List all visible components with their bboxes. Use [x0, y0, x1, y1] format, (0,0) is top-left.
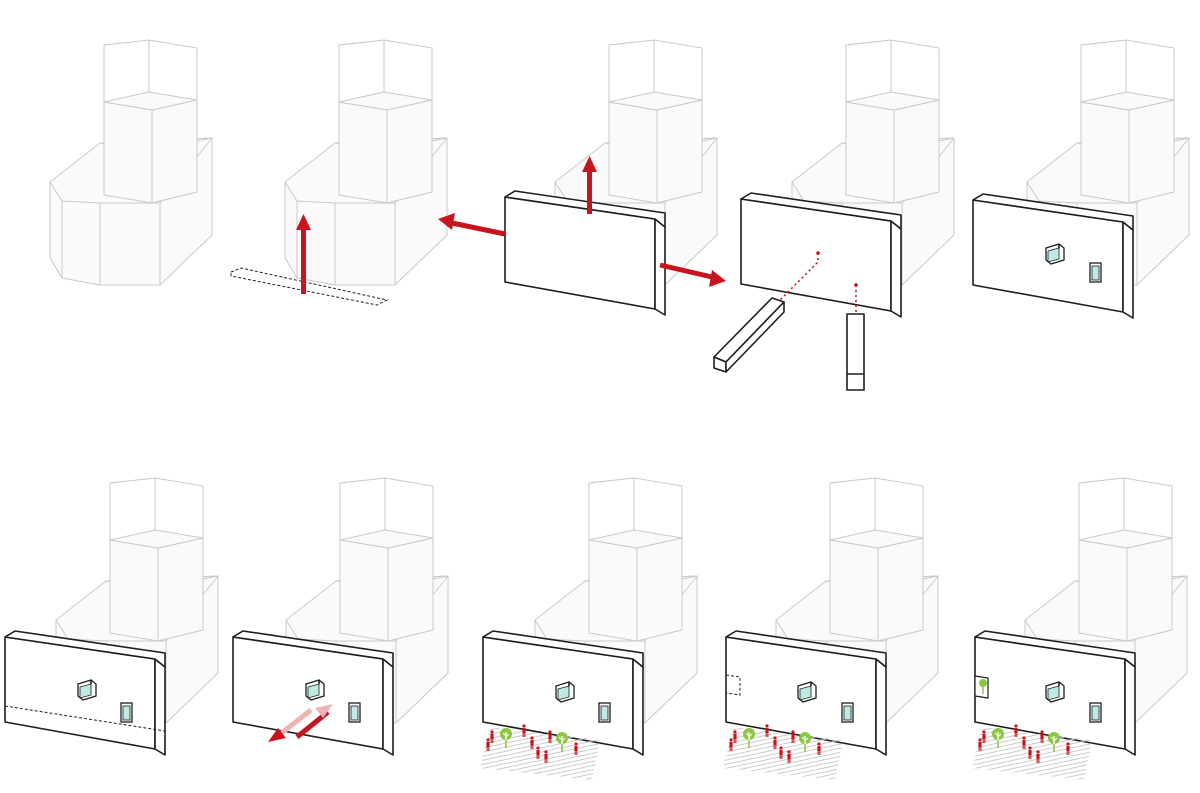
window-box [797, 681, 817, 703]
panel-8 [480, 477, 698, 780]
up-arrow [296, 214, 311, 294]
panel-2 [230, 39, 448, 306]
door-opening [348, 702, 361, 723]
up-arrow [582, 156, 597, 214]
corner-opening [725, 674, 741, 696]
green-corner [974, 675, 989, 699]
horizontal-beam [713, 297, 785, 373]
panel-7 [232, 477, 449, 756]
insertion-point [816, 251, 820, 255]
window-box [1045, 243, 1065, 265]
panel-5 [972, 39, 1190, 319]
left-arrow [438, 213, 506, 237]
door-opening [841, 702, 854, 723]
window-box [1045, 681, 1065, 703]
existing-building [49, 39, 213, 286]
facade-wall [504, 190, 666, 316]
door-opening [1089, 702, 1102, 723]
panel-3 [438, 39, 726, 316]
circulation-arrows [268, 704, 333, 742]
panel-9 [723, 477, 939, 780]
existing-building [284, 39, 448, 286]
panel-6 [4, 477, 219, 756]
window-box [555, 681, 575, 703]
right-arrow [659, 262, 726, 287]
ground-line [4, 705, 166, 732]
facade-wall [740, 192, 902, 318]
insertion-point [854, 283, 858, 287]
panel-1 [49, 39, 213, 286]
door-opening [1089, 262, 1102, 283]
panel-4 [713, 39, 955, 391]
panel-10 [972, 477, 1188, 780]
door-opening [120, 702, 133, 723]
ground-strip [230, 267, 389, 306]
window-box [77, 679, 97, 701]
door-opening [598, 702, 611, 723]
window-box [305, 679, 325, 701]
vertical-column [846, 313, 865, 391]
